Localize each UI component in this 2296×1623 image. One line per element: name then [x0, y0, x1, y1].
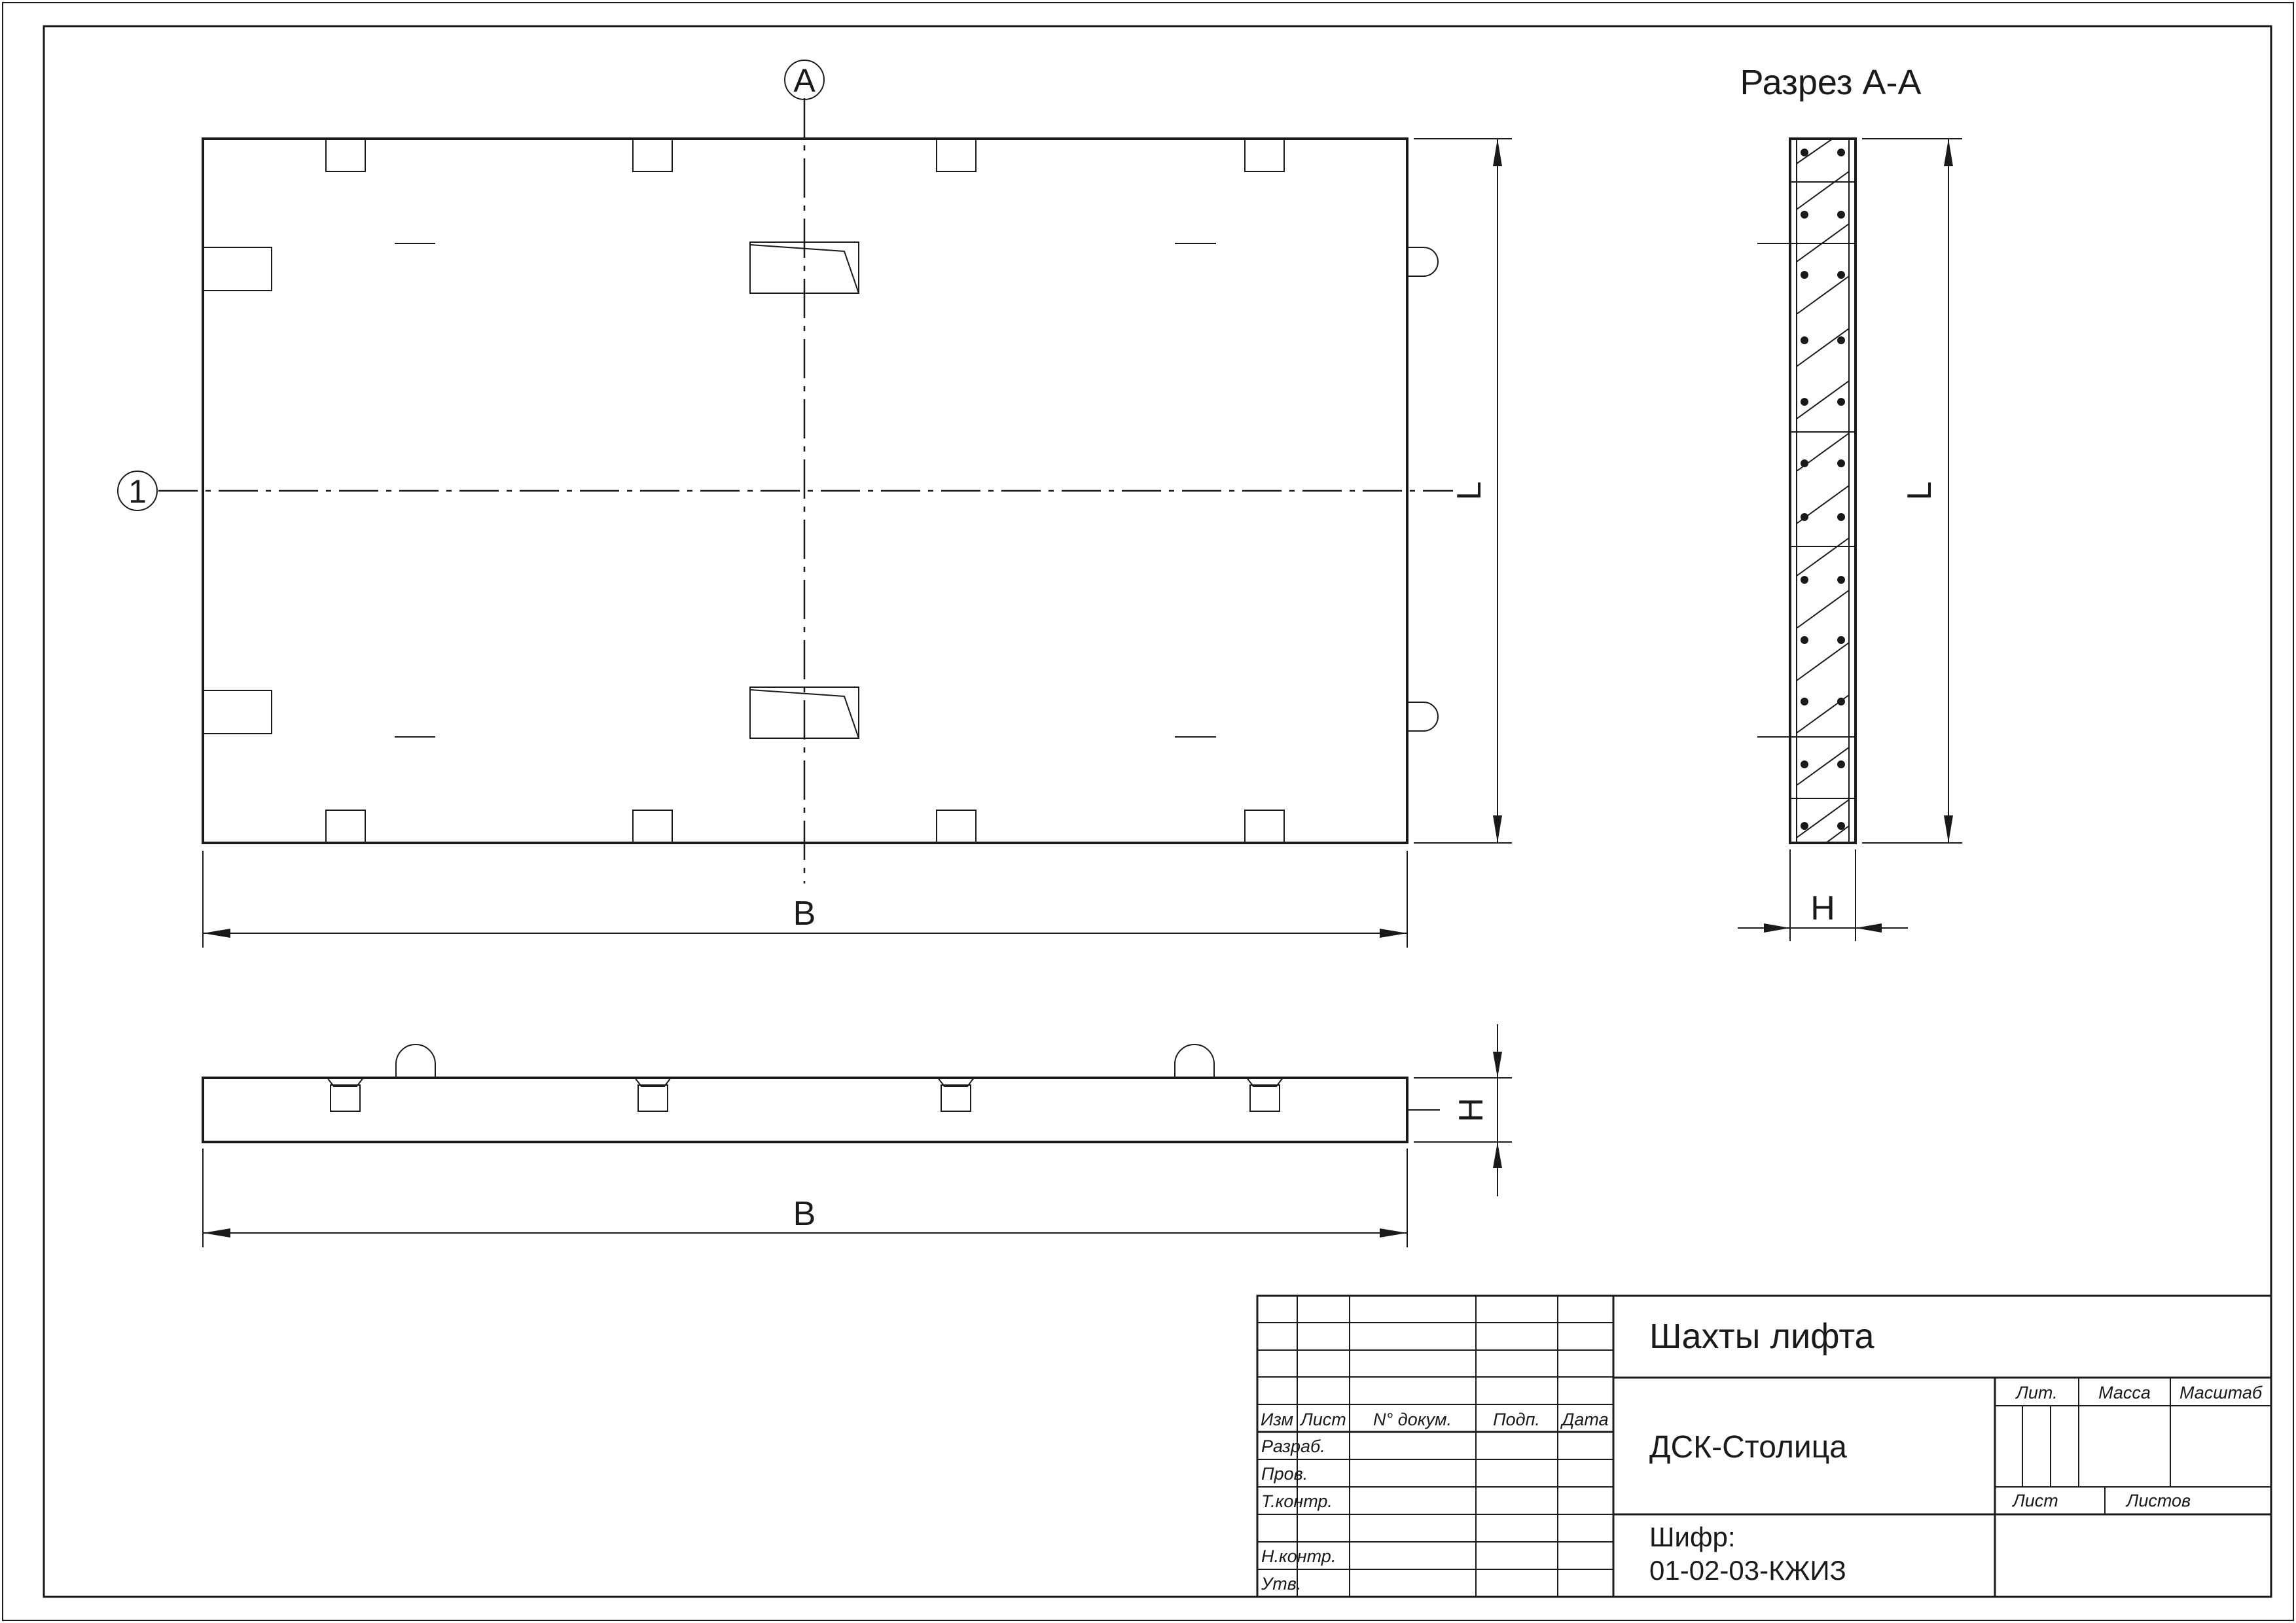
lifting-loop: [1407, 247, 1439, 277]
embed-plate: [325, 810, 366, 844]
elevation-outline: [202, 1077, 1408, 1143]
axis-marker-a-label: A: [793, 62, 816, 99]
header-masshtab: Масштаб: [2179, 1383, 2263, 1402]
dim-arrow: [1944, 815, 1953, 843]
lifting-loop: [395, 1044, 436, 1078]
dim-arrow: [1380, 1228, 1407, 1238]
col-izm: Изм: [1261, 1410, 1293, 1429]
embed-socket: [634, 1077, 672, 1112]
lifting-loop: [1174, 1044, 1215, 1078]
side-recess: [202, 690, 272, 734]
header-sheet: Лист: [2011, 1491, 2058, 1510]
embed-plate: [936, 810, 977, 844]
axis-marker-1: [117, 471, 158, 511]
dim-arrow: [1856, 923, 1882, 933]
section-joints: [1757, 181, 1856, 799]
embed-plate: [1244, 138, 1285, 172]
row-nkontr: Н.контр.: [1261, 1546, 1336, 1566]
header-massa: Масса: [2098, 1383, 2151, 1402]
row-utv: Утв.: [1261, 1574, 1301, 1594]
drawing-title: Шахты лифта: [1649, 1317, 1875, 1356]
dim-arrow: [1764, 923, 1790, 933]
section-a-a: Разрез А-А: [1738, 63, 1962, 941]
col-date: Дата: [1560, 1410, 1608, 1429]
col-sign: Подп.: [1493, 1410, 1540, 1429]
dim-b-label: B: [793, 895, 816, 933]
side-recess: [202, 247, 272, 291]
drawing-frame: [43, 25, 2272, 1598]
organization-name: ДСК-Столица: [1649, 1430, 1847, 1465]
plan-view: A 1 B L: [117, 60, 1512, 948]
dim-arrow: [203, 1228, 230, 1238]
plan-bottom-embeds: [325, 810, 1285, 844]
dim-h-label: H: [1452, 1097, 1490, 1122]
embed-plate: [632, 138, 673, 172]
axis-marker-a: [784, 60, 825, 100]
embed-plate: [936, 138, 977, 172]
row-razrab: Разраб.: [1261, 1436, 1325, 1456]
code-label: Шифр:: [1649, 1522, 1736, 1552]
embed-socket: [1246, 1077, 1283, 1112]
header-lit: Лит.: [2015, 1383, 2057, 1402]
axis-marker-1-label: 1: [128, 473, 147, 510]
dim-arrow: [1493, 1052, 1502, 1078]
col-doc: N° докум.: [1373, 1410, 1452, 1429]
embed-socket: [327, 1077, 364, 1112]
dim-arrow: [1944, 139, 1953, 166]
dim-l-label: L: [1901, 482, 1939, 501]
title-block-frame: [1256, 1294, 2272, 1598]
dim-h-label: H: [1810, 889, 1835, 927]
section-rebar: [1801, 149, 1845, 830]
plan-top-embeds: [325, 138, 1285, 172]
embed-plate: [325, 138, 366, 172]
dim-arrow: [1493, 139, 1502, 166]
title-block: Изм Лист N° докум. Подп. Дата Разраб. Пр…: [1256, 1294, 2272, 1598]
dim-arrow: [203, 929, 230, 938]
dim-b-label: B: [793, 1195, 816, 1233]
col-list: Лист: [1299, 1410, 1346, 1429]
header-sheets: Листов: [2125, 1491, 2191, 1510]
code-value: 01-02-03-КЖИЗ: [1649, 1555, 1846, 1586]
embed-plate: [1244, 810, 1285, 844]
elevation-view: B H: [202, 1024, 1512, 1247]
embed-plate: [632, 810, 673, 844]
row-prov: Пров.: [1261, 1464, 1308, 1484]
dim-l-label: L: [1450, 482, 1488, 501]
dim-arrow: [1493, 1142, 1502, 1168]
embed-socket: [937, 1077, 975, 1112]
dim-arrow: [1380, 929, 1407, 938]
section-outline: [1789, 137, 1857, 844]
lifting-loop: [1407, 702, 1439, 732]
row-tkontr: Т.контр.: [1261, 1491, 1333, 1511]
dim-arrow: [1493, 815, 1502, 843]
section-title: Разрез А-А: [1740, 63, 1921, 102]
